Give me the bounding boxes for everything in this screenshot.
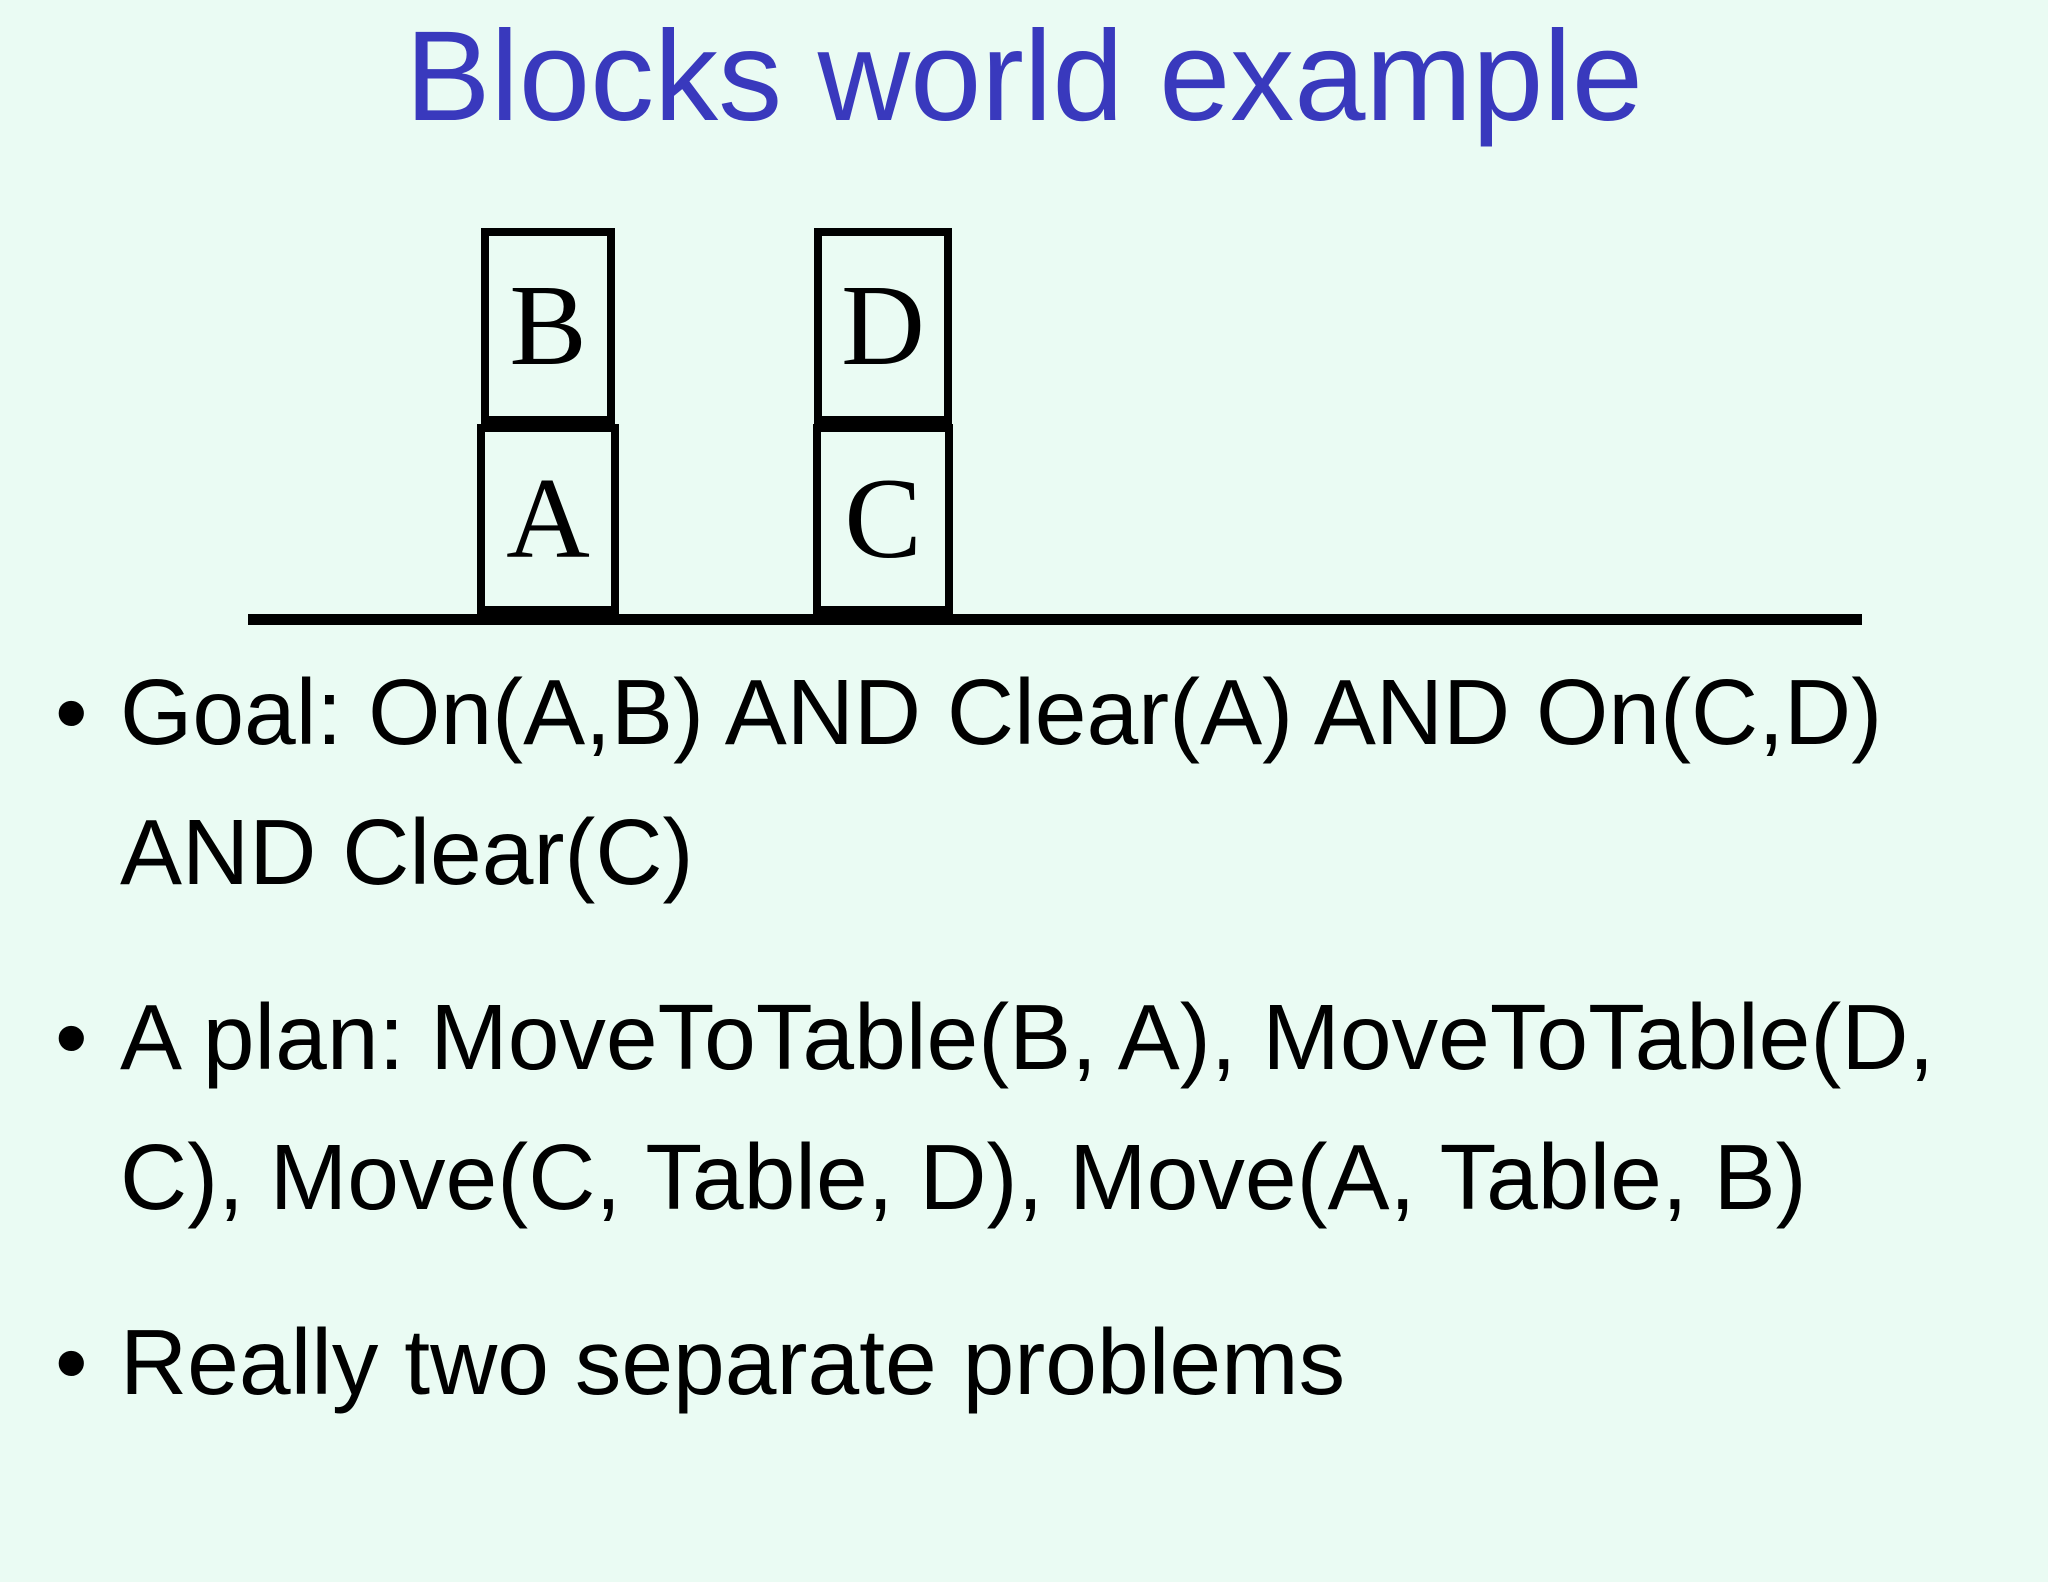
block-a: A	[477, 424, 619, 614]
table-line	[248, 614, 1862, 625]
bullet-goal-line-1: Goal: On(A,B) AND Clear(A) AND On(C,D)	[120, 660, 1883, 764]
block-d: D	[814, 228, 952, 424]
block-label-d: D	[841, 262, 925, 390]
bullet-icon: •	[55, 985, 88, 1089]
block-label-b: B	[509, 262, 587, 390]
bullet-problems-line-1: Really two separate problems	[120, 1310, 1346, 1414]
bullet-plan: • A plan: MoveToTable(B, A), MoveToTable…	[45, 967, 1965, 1247]
bullet-problems: • Really two separate problems	[45, 1292, 1965, 1432]
slide-title: Blocks world example	[405, 5, 1643, 148]
block-stack-left: B A	[477, 228, 619, 614]
block-c: C	[813, 424, 953, 614]
bullet-list: • Goal: On(A,B) AND Clear(A) AND On(C,D)…	[45, 642, 1965, 1477]
block-label-a: A	[506, 455, 590, 583]
bullet-icon: •	[55, 1310, 88, 1414]
block-stack-right: D C	[813, 228, 953, 614]
bullet-plan-line-1: A plan: MoveToTable(B, A), MoveToTable(D…	[120, 985, 1935, 1089]
bullet-icon: •	[55, 660, 88, 764]
bullet-plan-line-2: C), Move(C, Table, D), Move(A, Table, B)	[120, 1125, 1807, 1229]
block-label-c: C	[844, 455, 922, 583]
block-b: B	[481, 228, 615, 424]
bullet-goal-line-2: AND Clear(C)	[120, 800, 694, 904]
bullet-goal: • Goal: On(A,B) AND Clear(A) AND On(C,D)…	[45, 642, 1965, 922]
